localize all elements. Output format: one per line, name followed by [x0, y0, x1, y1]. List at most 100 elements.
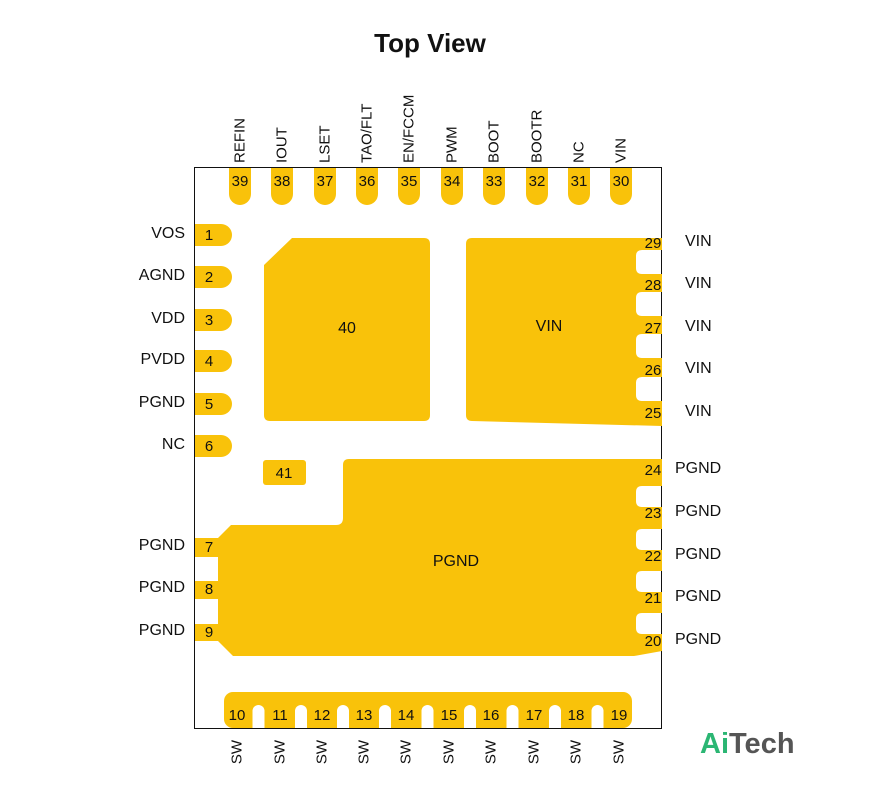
pad-40-label: 40 — [338, 320, 356, 337]
pin-number: 15 — [441, 707, 458, 724]
pin-number: 11 — [272, 707, 288, 724]
pin-label: PVDD — [140, 351, 185, 368]
pin-label: VIN — [611, 93, 631, 163]
pin-30 — [610, 168, 632, 205]
pin-label: VDD — [151, 310, 185, 327]
pgnd-pad-label: PGND — [433, 553, 479, 570]
pin-label: REFIN — [230, 93, 250, 163]
pin-32 — [526, 168, 548, 205]
pin-label-text: PWM — [443, 126, 461, 163]
brand-ai: Ai — [700, 728, 729, 760]
pin-label: VIN — [685, 360, 712, 377]
pin-number: 28 — [645, 277, 662, 294]
pin-gap — [252, 705, 265, 728]
pin-6 — [195, 435, 232, 457]
pin-4 — [195, 350, 232, 372]
pin-label: LSET — [315, 93, 335, 163]
pin-number: 14 — [398, 707, 415, 724]
pin-number: 31 — [571, 173, 588, 190]
pin-gap — [464, 705, 476, 728]
pin-label-text: REFIN — [231, 118, 249, 163]
pin-label: PGND — [675, 546, 722, 563]
pin-label: SW — [609, 740, 629, 780]
brand-logo: AiTech — [700, 728, 795, 761]
pin-33 — [483, 168, 505, 205]
pin-number: 26 — [645, 362, 662, 379]
pin-label: VOS — [151, 225, 185, 242]
pin-label: PGND — [675, 631, 722, 648]
pin-label: PGND — [138, 579, 185, 596]
pin-gap — [295, 705, 307, 728]
pin-label-text: SW — [482, 740, 500, 765]
pin-number: 4 — [205, 353, 213, 370]
pin-number: 18 — [568, 707, 585, 724]
pin-label: PGND — [675, 588, 722, 605]
pin-number: 13 — [356, 707, 373, 724]
pin-label-text: SW — [440, 740, 458, 765]
pin-number: 25 — [645, 405, 662, 422]
pin-label: SW — [524, 740, 544, 780]
pad-41 — [263, 460, 306, 485]
pin-5 — [195, 393, 232, 415]
pin-gap — [591, 705, 604, 728]
pin-gap — [379, 705, 391, 728]
pin-label: PGND — [138, 537, 185, 554]
pin-label: TAO/FLT — [357, 93, 377, 163]
pin-label-text: NC — [570, 141, 588, 163]
pin-37 — [314, 168, 336, 205]
pin-1 — [195, 224, 232, 246]
pin-label-text: SW — [228, 740, 246, 765]
pin-label: SW — [481, 740, 501, 780]
pin-number: 21 — [645, 590, 662, 607]
pin-number: 27 — [645, 320, 662, 337]
pin-label: SW — [396, 740, 416, 780]
pin-number: 9 — [205, 624, 213, 641]
pin-label: VIN — [685, 403, 712, 420]
pin-label-text: VIN — [612, 137, 630, 163]
pin-2 — [195, 266, 232, 288]
pin-label: BOOT — [484, 93, 504, 163]
pin-number: 39 — [232, 173, 249, 190]
pgnd-pad — [195, 459, 662, 656]
pin-number: 23 — [645, 505, 662, 522]
pin-label-text: BOOT — [485, 120, 503, 163]
pin-38 — [271, 168, 293, 205]
pin-label-text: EN/FCCM — [400, 94, 418, 163]
pin-number: 1 — [205, 227, 213, 244]
pin-label-text: LSET — [316, 125, 334, 163]
pin-number: 8 — [205, 581, 213, 598]
pin-label: SW — [566, 740, 586, 780]
pad-40 — [264, 238, 430, 421]
pin-34 — [441, 168, 463, 205]
diagram-title: Top View — [374, 28, 486, 58]
pin-label-text: SW — [567, 740, 585, 765]
pin-number: 34 — [444, 173, 461, 190]
pin-number: 17 — [526, 707, 543, 724]
pin-label: NC — [569, 93, 589, 163]
pin-label: VIN — [685, 233, 712, 250]
pin-label: AGND — [138, 267, 185, 284]
pin-number: 16 — [483, 707, 500, 724]
pin-label: SW — [354, 740, 374, 780]
pin-number: 6 — [205, 438, 213, 455]
pin-number: 2 — [205, 269, 213, 286]
pin-label-text: TAO/FLT — [358, 103, 376, 163]
pin-label-text: IOUT — [273, 127, 291, 163]
pin-label-text: SW — [525, 740, 543, 765]
pin-label-text: SW — [355, 740, 373, 765]
pin-label-text: SW — [313, 740, 331, 765]
pin-label-text: SW — [610, 740, 628, 765]
pin-number: 12 — [314, 707, 331, 724]
pin-number: 38 — [274, 173, 291, 190]
pin-31 — [568, 168, 590, 205]
pin-number: 22 — [645, 548, 662, 565]
pin-number: 3 — [205, 312, 213, 329]
pin-label: VIN — [685, 318, 712, 335]
pin-label: IOUT — [272, 93, 292, 163]
pin-label: NC — [161, 436, 185, 453]
pin-39 — [229, 168, 251, 205]
